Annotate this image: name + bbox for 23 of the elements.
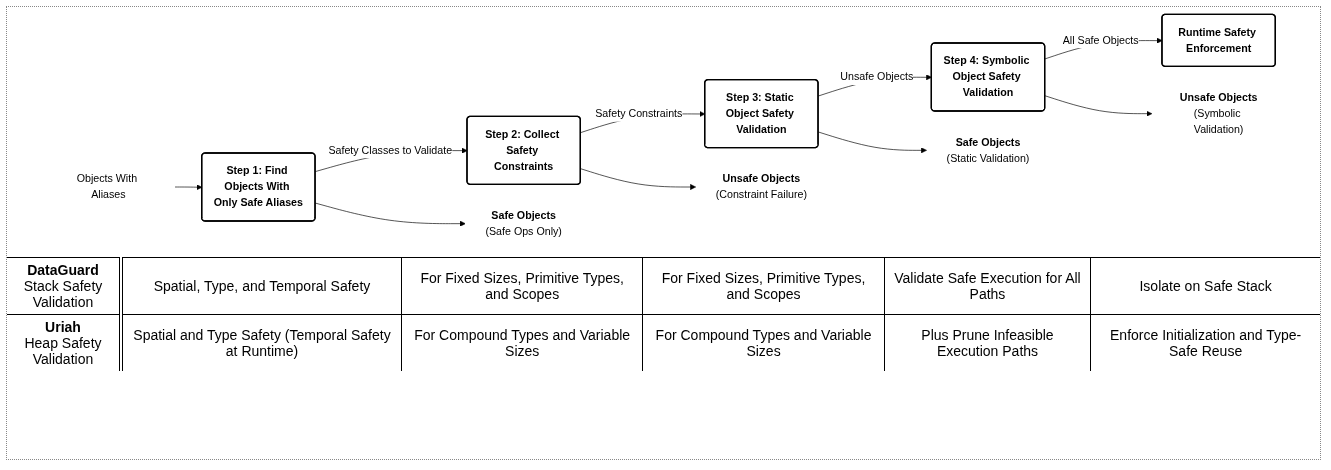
table-cell: Enforce Initialization and Type-Safe Reuse bbox=[1090, 314, 1320, 371]
table-cell: Plus Prune Infeasible Execution Paths bbox=[884, 314, 1091, 371]
row-header: DataGuard bbox=[26, 262, 100, 278]
table-cell: Spatial, Type, and Temporal Safety bbox=[121, 257, 402, 315]
edge-label: Safety Constraints bbox=[595, 107, 683, 119]
node-text: Unsafe Objects (Constraint Failure) bbox=[715, 173, 808, 201]
node-text: Objects With Aliases bbox=[76, 173, 138, 201]
node-text: Unsafe Objects (Symbolic Validation) bbox=[1179, 91, 1258, 135]
table-cell: For Compound Types and Variable Sizes bbox=[401, 314, 643, 371]
table-cell: Isolate on Safe Stack bbox=[1090, 257, 1320, 315]
edge-label: Unsafe Objects bbox=[840, 71, 914, 83]
node-text: Safe Objects (Static Validation) bbox=[946, 136, 1030, 164]
row-subheader: Heap Safety Validation bbox=[24, 335, 102, 367]
row-subheader: Stack Safety Validation bbox=[23, 278, 103, 310]
table-cell: Spatial and Type Safety (Temporal Safety at Runtime) bbox=[121, 314, 402, 371]
edge-label: Safety Classes to Validate bbox=[328, 144, 453, 156]
row-header: Uriah bbox=[44, 319, 82, 335]
table-cell: For Compound Types and Variable Sizes bbox=[642, 314, 885, 371]
node-text: Safe Objects (Safe Ops Only) bbox=[485, 209, 562, 237]
table-cell: For Fixed Sizes, Primitive Types, and Scopes bbox=[401, 257, 643, 315]
table-cell: Validate Safe Execution for All Paths bbox=[884, 257, 1091, 315]
edge-label: All Safe Objects bbox=[1062, 34, 1139, 46]
table-cell: For Fixed Sizes, Primitive Types, and Scopes bbox=[642, 257, 885, 315]
